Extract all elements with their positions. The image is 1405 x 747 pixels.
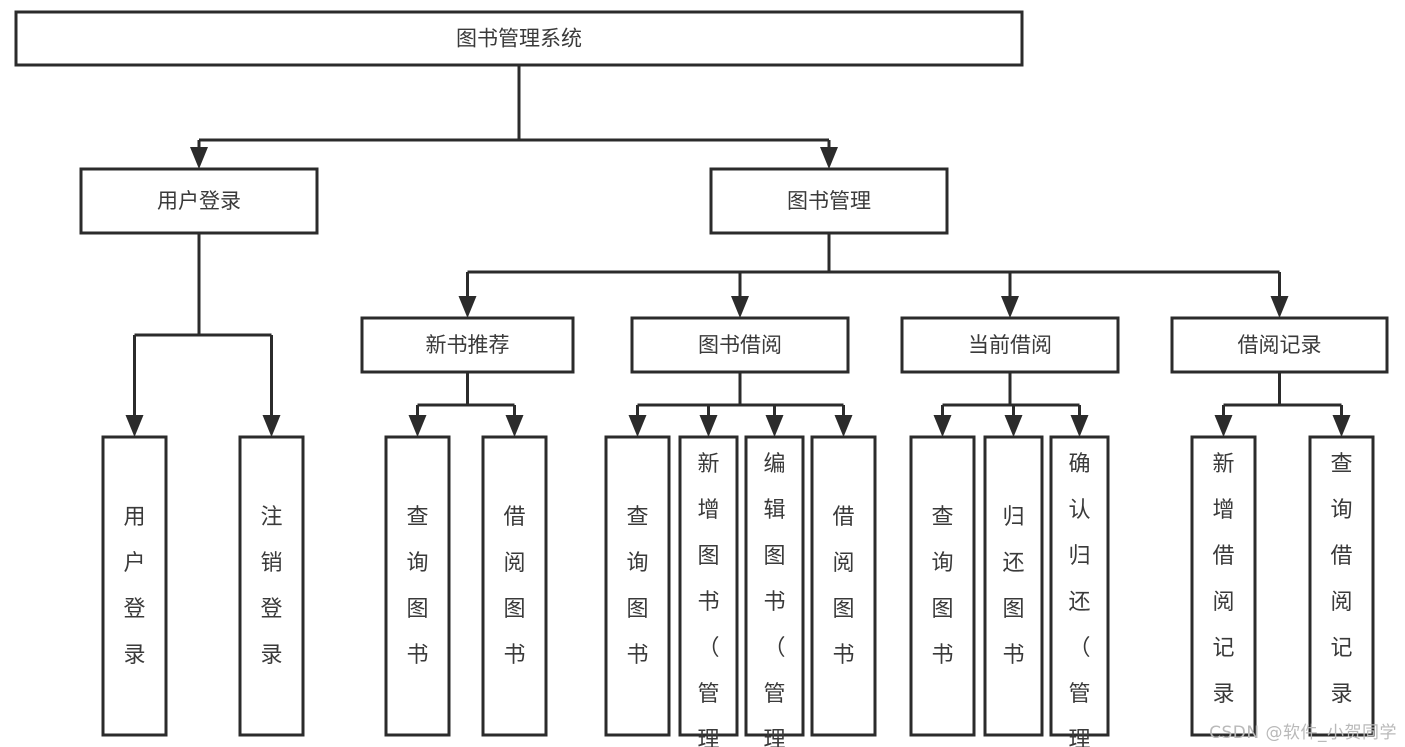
leaf-add-book-admin-label: 新增图书（管理员） [697,452,719,747]
leaf-query-borrow-record-label: 查询借阅记录 [1330,452,1352,707]
leaf-borrow-book-2[interactable]: 借阅图书 [810,435,877,737]
leaf-add-borrow-record[interactable]: 新增借阅记录 [1190,435,1257,737]
edges-layer [125,65,1351,437]
node-l2-book-manage-box[interactable] [709,167,949,235]
leaf-borrow-book-2-box[interactable] [810,435,877,737]
leaf-query-book-3-box[interactable] [909,435,976,737]
arrow-to-logout-head [262,415,281,437]
leaf-login[interactable]: 用户登录 [101,435,168,737]
node-l3-book-borrow-label: 图书借阅 [698,333,782,357]
leaf-add-borrow-record-label: 新增借阅记录 [1212,452,1234,707]
node-l3-book-borrow-box[interactable] [630,316,850,374]
arrow-to-user-login-head [190,147,208,169]
leaf-query-book-1-label: 查询图书 [406,505,428,668]
node-l3-borrow-record-label: 借阅记录 [1238,333,1322,357]
leaf-return-book[interactable]: 归还图书 [983,435,1044,737]
node-l2-user-login-label: 用户登录 [157,189,241,213]
node-l3-current-borrow-label: 当前借阅 [968,333,1052,357]
nodes-layer: 图书管理系统用户登录图书管理用户登录注销登录新书推荐查询图书借阅图书图书借阅查询… [14,10,1389,747]
leaf-return-book-box[interactable] [983,435,1044,737]
leaf-add-borrow-record-box[interactable] [1190,435,1257,737]
node-l3-book-borrow[interactable]: 图书借阅 [630,316,850,374]
csdn-watermark: CSDN @软件_小贺同学 [1209,723,1397,743]
node-l3-borrow-record-box[interactable] [1170,316,1389,374]
leaf-query-book-3[interactable]: 查询图书 [909,435,976,737]
leaf-edit-book-admin-label: 编辑图书（管理员） [763,452,785,747]
leaf-confirm-return-admin-box[interactable] [1049,435,1110,737]
leaf-query-borrow-record[interactable]: 查询借阅记录 [1308,435,1375,737]
arrow-to-borrow-record-head [1270,296,1289,318]
leaf-add-book-admin[interactable]: 新增图书（管理员） [678,435,739,747]
leaf-login-label: 用户登录 [123,505,145,668]
node-l2-user-login-box[interactable] [79,167,319,235]
node-l3-new-book-recommend-box[interactable] [360,316,575,374]
arrow-to-add-borrow-record-head [1214,415,1233,437]
arrow-to-new-book-recommend-head [458,296,477,318]
node-l2-user-login[interactable]: 用户登录 [79,167,319,235]
leaf-borrow-book-2-label: 借阅图书 [832,505,854,668]
leaf-login-box[interactable] [101,435,168,737]
node-l3-current-borrow[interactable]: 当前借阅 [900,316,1120,374]
leaf-logout-box[interactable] [238,435,305,737]
leaf-query-book-1[interactable]: 查询图书 [384,435,451,737]
leaf-logout[interactable]: 注销登录 [238,435,305,737]
arrow-to-borrow-book-2-head [834,415,853,437]
node-root-root[interactable]: 图书管理系统 [14,10,1024,67]
arrow-to-confirm-return-admin-head [1070,415,1089,437]
node-l3-new-book-recommend[interactable]: 新书推荐 [360,316,575,374]
node-l3-new-book-recommend-label: 新书推荐 [426,333,510,357]
leaf-edit-book-admin-box[interactable] [744,435,805,737]
node-root-root-label: 图书管理系统 [456,27,582,51]
leaf-logout-label: 注销登录 [260,505,282,668]
arrow-to-borrow-book-1-head [505,415,524,437]
arrow-to-book-borrow-head [731,296,749,318]
leaf-query-book-2-label: 查询图书 [626,505,648,668]
arrow-to-current-borrow-head [1001,296,1019,318]
node-l3-current-borrow-box[interactable] [900,316,1120,374]
leaf-borrow-book-1[interactable]: 借阅图书 [481,435,548,737]
node-l2-book-manage[interactable]: 图书管理 [709,167,949,235]
leaf-query-borrow-record-box[interactable] [1308,435,1375,737]
leaf-query-book-3-label: 查询图书 [931,505,953,668]
leaf-query-book-2[interactable]: 查询图书 [604,435,671,737]
arrow-to-login-head [125,415,144,437]
leaf-borrow-book-1-label: 借阅图书 [503,505,525,668]
leaf-edit-book-admin[interactable]: 编辑图书（管理员） [744,435,805,747]
leaf-return-book-label: 归还图书 [1002,505,1024,668]
arrow-to-edit-book-admin-head [765,415,784,437]
arrow-to-query-book-2-head [628,415,647,437]
node-l2-book-manage-label: 图书管理 [787,189,871,213]
arrow-to-query-book-3-head [933,415,952,437]
arrow-to-add-book-admin-head [699,415,718,437]
node-root-root-box[interactable] [14,10,1024,67]
arrow-to-query-borrow-record-head [1332,415,1351,437]
leaf-add-book-admin-box[interactable] [678,435,739,737]
leaf-confirm-return-admin-label: 确认归还（管理员） [1068,452,1090,747]
arrow-to-query-book-1-head [408,415,427,437]
node-l3-borrow-record[interactable]: 借阅记录 [1170,316,1389,374]
leaf-confirm-return-admin[interactable]: 确认归还（管理员） [1049,435,1110,747]
leaf-query-book-1-box[interactable] [384,435,451,737]
leaf-query-book-2-box[interactable] [604,435,671,737]
arrow-to-return-book-head [1004,415,1023,437]
leaf-borrow-book-1-box[interactable] [481,435,548,737]
arrow-to-book-manage-head [820,147,838,169]
